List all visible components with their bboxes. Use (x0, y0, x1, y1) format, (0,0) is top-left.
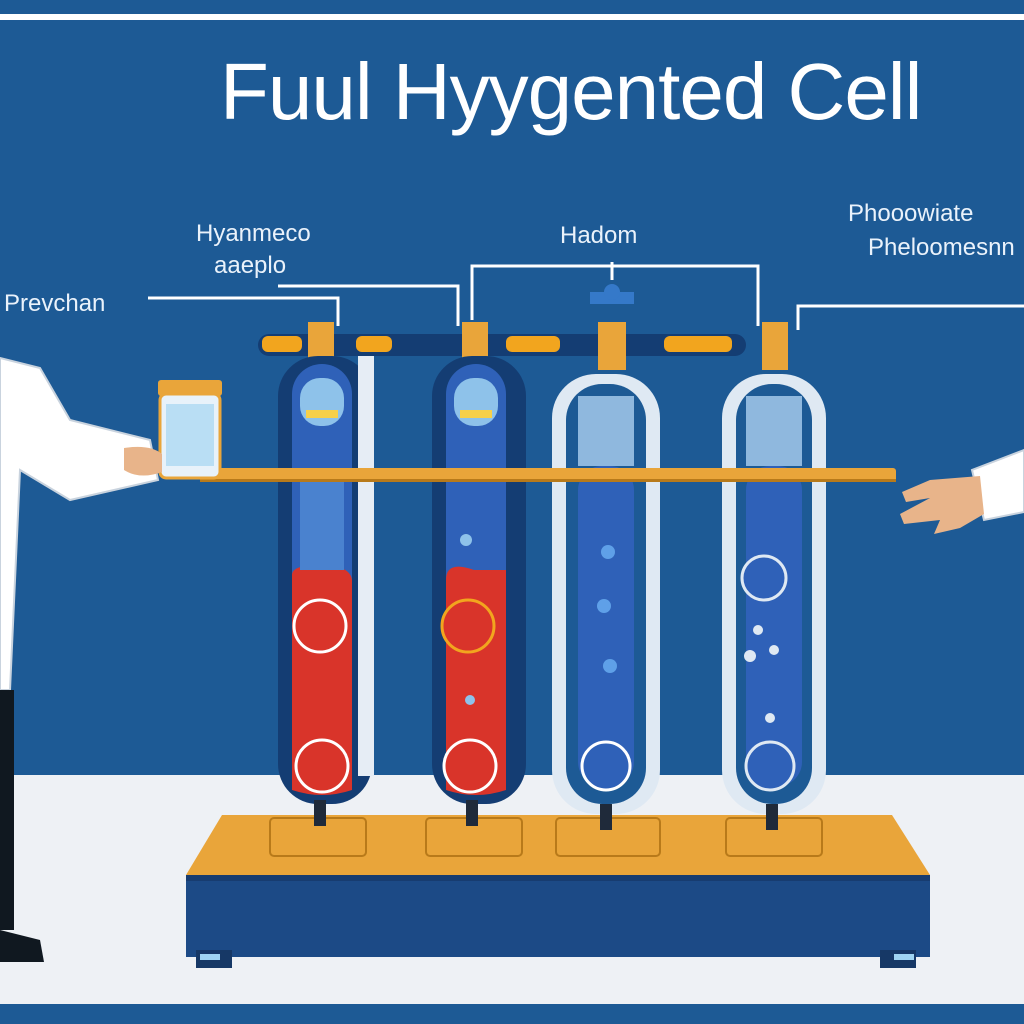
label-hyanmeco-line2: aaeplo (214, 252, 287, 279)
tube-4 (722, 374, 826, 814)
tube-fittings (314, 800, 778, 830)
tube-2 (432, 356, 526, 804)
label-hyanmeco-line1: Hyanmeco (196, 220, 311, 247)
top-manifold (258, 284, 788, 370)
label-phooowiate-line1: Phooowiate (848, 200, 974, 227)
tube-1 (278, 356, 374, 804)
horizontal-rod (200, 468, 896, 482)
sample-jar (158, 380, 222, 480)
scientist-left (0, 356, 162, 962)
leader-lines (148, 262, 1024, 330)
top-border-line (0, 14, 1024, 20)
diagram-title: Fuul Hyygented Cell (220, 47, 922, 136)
scientist-right-hand (900, 448, 1024, 534)
label-hadom: Hadom (560, 222, 638, 249)
tube-3 (552, 374, 660, 814)
bottom-border (0, 1004, 1024, 1024)
tube-sockets (269, 817, 823, 857)
label-phooowiate-line2: Pheloomesnn (868, 234, 1015, 261)
label-prevchan: Prevchan (4, 290, 106, 317)
